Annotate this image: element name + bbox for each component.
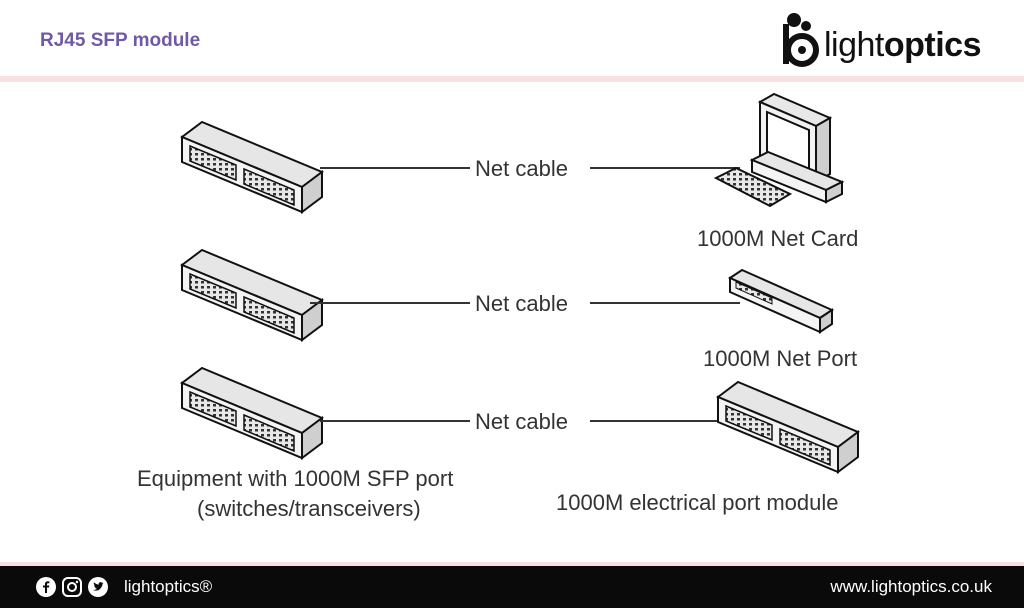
left-switch-1 — [181, 121, 323, 213]
header: RJ45 SFP module lightoptics — [0, 0, 1024, 78]
footer-url-link[interactable]: www.lightoptics.co.uk — [830, 577, 992, 596]
right-label-2: 1000M Net Port — [703, 346, 857, 371]
facebook-icon[interactable] — [36, 577, 56, 597]
footer: lightoptics® www.lightoptics.co.uk — [0, 566, 1024, 608]
left-switch-2 — [181, 249, 323, 341]
net-port-icon — [727, 268, 835, 334]
instagram-icon[interactable] — [62, 577, 82, 597]
right-label-3: 1000M electrical port module — [556, 490, 838, 515]
network-diagram: Net cable 1000M Net Card Net cable 1000M… — [137, 92, 859, 521]
net-cable-label-3: Net cable — [475, 409, 568, 434]
computer-icon — [713, 92, 845, 208]
left-switch-3 — [181, 367, 323, 459]
header-divider — [0, 76, 1024, 82]
right-label-1: 1000M Net Card — [697, 226, 858, 251]
right-switch-icon — [717, 381, 859, 473]
page-title: RJ45 SFP module — [40, 30, 201, 51]
net-cable-label-2: Net cable — [475, 291, 568, 316]
lightoptics-logo[interactable]: lightoptics — [780, 10, 1000, 72]
social-links — [36, 577, 108, 597]
footer-divider — [0, 562, 1024, 566]
logo-text: lightoptics — [824, 26, 982, 64]
net-cable-label-1: Net cable — [475, 156, 568, 181]
twitter-icon[interactable] — [88, 577, 108, 597]
logo-mark-icon — [783, 13, 819, 67]
left-label-line1: Equipment with 1000M SFP port — [137, 466, 453, 491]
footer-brand: lightoptics® — [124, 577, 213, 596]
left-label-line2: (switches/transceivers) — [197, 496, 421, 521]
